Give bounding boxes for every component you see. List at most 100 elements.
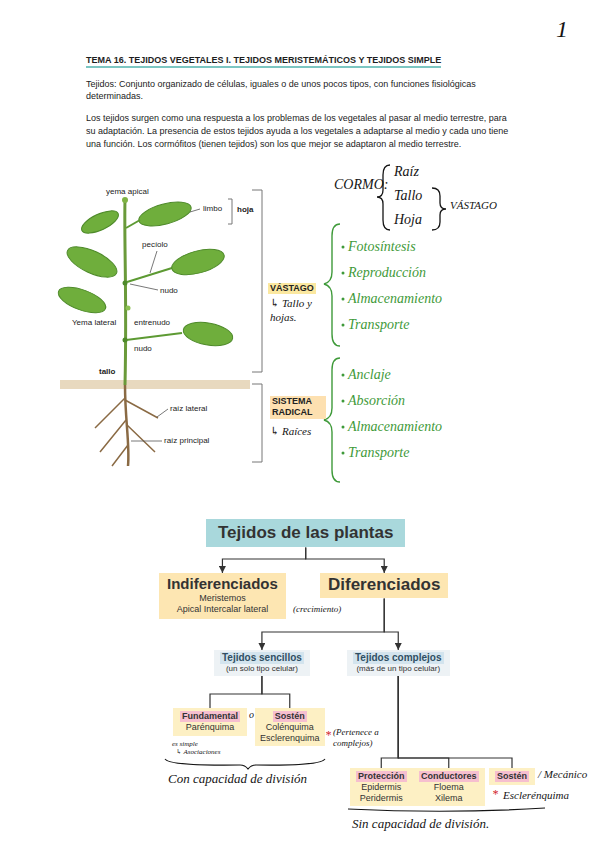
box-text: Xilema [435,793,463,804]
node-mark [123,338,128,343]
brace [324,358,340,482]
text-label: raíz lateral [170,404,207,414]
leaf [169,244,227,279]
petiole [126,333,182,340]
text-label: CORMO: [334,176,388,194]
box-text: Meristemos [199,593,246,604]
text-label: * [492,787,498,802]
text-label: VÁSTAGO [450,199,497,213]
lateral-bud [126,306,131,311]
text-label: Transporte [348,316,409,334]
box-heading: Fundamental [180,711,240,722]
text-label: hoja [237,205,253,215]
bullet [342,374,345,377]
box-text: Parénquima [186,722,235,733]
tissue-box: Tejidos complejos(más de un tipo celular… [347,650,450,676]
text-label: yema apical [106,187,149,197]
text-label: Transporte [348,444,409,462]
bullet [342,400,345,403]
text-label: * [325,728,331,743]
text-label: nudo [160,286,178,296]
text-label: entrenudo [134,318,170,328]
petiole [126,220,140,228]
shoot-bracket [252,190,262,372]
text-label: o [249,709,254,722]
tissue-box: FundamentalParénquima [173,708,247,736]
text-label: es simple [172,740,198,749]
text-label: pecíolo [142,240,168,250]
tissue-box: ProtecciónEpidermisPeridermis [350,768,413,806]
tissue-box: SosténColénquimaEsclerenquima [255,708,325,746]
leaf [181,319,234,349]
tissue-box: ConductoresFloemaXilema [413,768,485,806]
text-label: nudo [134,344,152,354]
ground-band [60,380,250,389]
box-text: Peridermis [360,793,403,804]
bullet [342,272,345,275]
page-title: TEMA 16. TEJIDOS VEGETALES I. TEJIDOS ME… [86,55,441,68]
bullet [342,324,345,327]
leaf-bracket [228,199,232,224]
text-label: / Mecánico [538,768,587,782]
box-text: Colénquima [266,722,314,733]
leaf [78,206,121,237]
box-text: Apical Intercalar lateral [177,604,269,615]
box-heading: Sostén [495,771,529,782]
text-label: ↳ Raíces [270,425,311,439]
connector [210,676,262,708]
plant-figure [55,190,262,466]
connector [262,676,290,708]
text-label: Esclerénquima [503,789,569,803]
box-heading: Indiferenciados [167,575,278,593]
text-label: Con capacidad de división [168,771,307,787]
green-bullets [342,246,345,455]
tissue-box: Sostén [489,768,535,785]
leaf [55,282,109,318]
brace [377,165,390,230]
box-text: (un solo tipo celular) [226,664,298,674]
box-text: Epidermis [361,782,401,793]
text-label: (Pertenece a complejos) [333,727,391,750]
text-label: ↳ Asociaciones [176,748,220,757]
connector [384,598,398,650]
node-mark [123,281,128,286]
text-label: VÁSTAGO [268,283,316,294]
text-label: SISTEMA RADICAL [270,396,326,419]
petiole [127,268,172,282]
tissue-box: Tejidos sencillos(un solo tipo celular) [214,650,310,676]
lateral-roots [95,398,158,466]
text-label: Absorción [348,392,405,410]
tissue-box: IndiferenciadosMeristemosApical Intercal… [159,573,286,619]
text-label: tallo [99,367,115,377]
brace-under [165,759,325,769]
text-label: (crecimiento) [293,604,341,615]
box-text: Floema [434,782,464,793]
text-label: Almacenamiento [348,290,442,308]
root-bracket [252,384,262,462]
bullet [342,452,345,455]
text-label: Reproducción [348,264,426,282]
text-label: Sin capacidad de división. [352,816,489,832]
text-label: Raíz [394,163,419,181]
connector [222,547,305,573]
text-label: Fotosíntesis [348,238,416,256]
box-heading: Protección [356,771,407,782]
text-label: Tallo [394,187,422,205]
text-label: ↳ Tallo y hojas. [270,297,322,325]
text-label: 1 [556,14,568,44]
box-text: (más de un tipo celular) [356,664,440,674]
box-heading: Tejidos de las plantas [218,523,393,543]
text-label: Hoja [394,211,422,229]
brace [432,188,446,230]
text-label: limbo [203,204,222,214]
bullet [342,246,345,249]
bullet [342,298,345,301]
tissue-box: Tejidos de las plantas [206,519,405,547]
connector [381,676,398,768]
text-label: Tejidos: Conjunto organizado de células,… [86,78,518,102]
text-label: Yema lateral [72,318,116,328]
text-label: Anclaje [348,366,391,384]
brace [324,224,340,346]
